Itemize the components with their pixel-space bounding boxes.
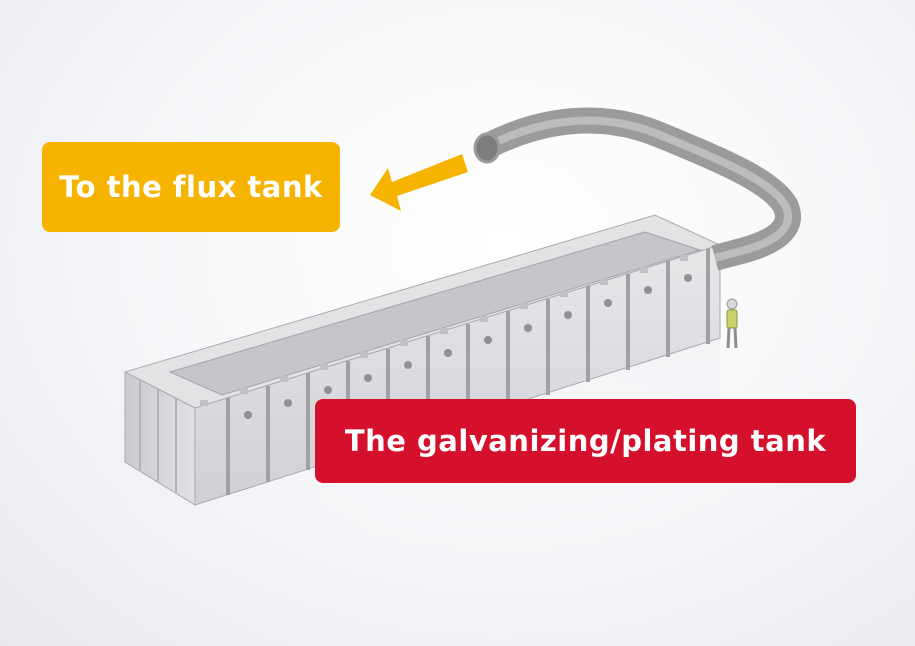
end-wall-ribs xyxy=(139,380,177,493)
tank-end-wall xyxy=(124,371,196,506)
tank-basin xyxy=(168,231,702,396)
flow-arrow xyxy=(370,154,468,211)
side-fittings xyxy=(244,274,692,419)
galvanizing-tank-callout: The galvanizing/plating tank xyxy=(315,399,856,483)
flux-tank-callout: To the flux tank xyxy=(42,142,340,232)
pipe-opening xyxy=(473,132,501,164)
worker-figure xyxy=(726,298,738,349)
rim-lugs xyxy=(200,255,688,406)
